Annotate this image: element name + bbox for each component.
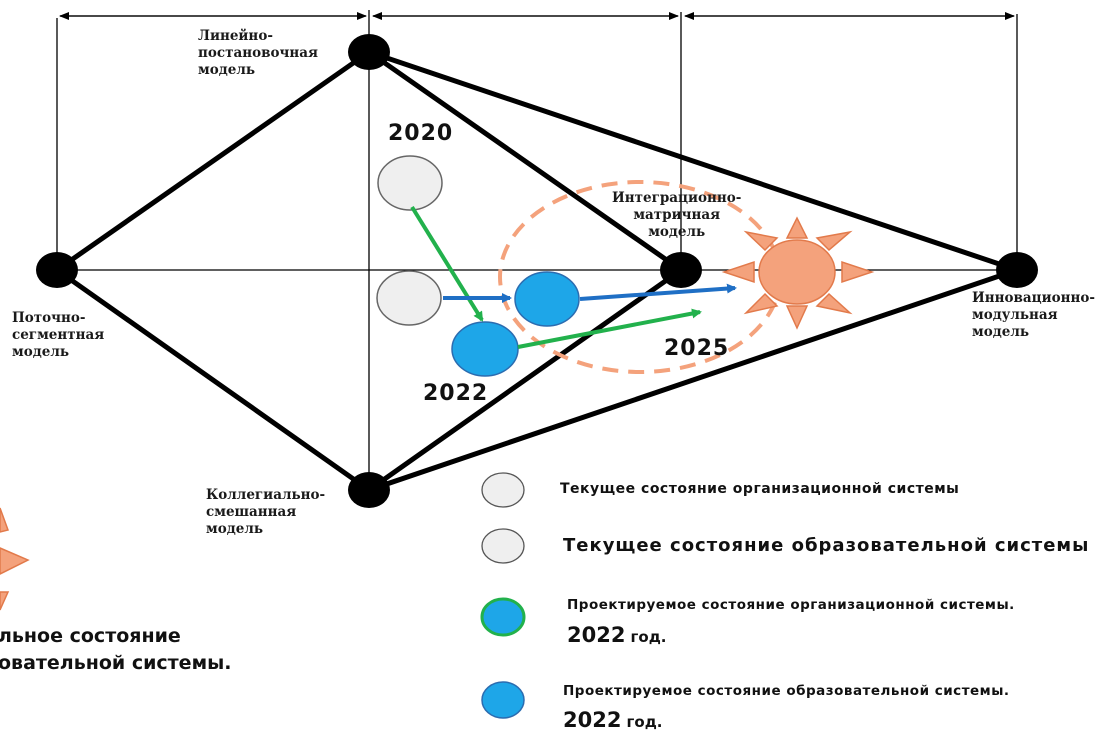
edge xyxy=(54,267,372,493)
legend-projected-org-year-number: 2022 xyxy=(567,623,626,647)
legend-current-org-text: Текущее состояние организационной систем… xyxy=(560,481,960,497)
sun-icon xyxy=(721,216,875,330)
dimension-lines xyxy=(56,10,1018,490)
node-linear xyxy=(348,34,390,70)
node-innovation xyxy=(996,252,1038,288)
projected-org-circle xyxy=(514,271,580,327)
edge xyxy=(366,267,1020,493)
edge xyxy=(366,267,684,493)
legend-projected-edu-text: Проектируемое состояние образовательной … xyxy=(563,683,1010,699)
arrow-2022-to-target xyxy=(517,308,702,349)
legend-projected-org-god: год. xyxy=(630,628,667,646)
arrow-2020-to-2022 xyxy=(410,205,484,322)
partial-sun-icon xyxy=(0,507,30,611)
year-2020-label: 2020 xyxy=(388,121,454,146)
legend-projected-edu-god: год. xyxy=(626,713,663,731)
edge xyxy=(366,49,684,273)
legend-projected-org-text: Проектируемое состояние организационной … xyxy=(567,597,1015,613)
edge xyxy=(54,49,372,273)
label-flow-model: Поточно- сегментная модель xyxy=(12,310,105,360)
label-innovation-model: Инновационно- модульная модель xyxy=(972,290,1096,340)
legend-current-edu-text: Текущее состояние образовательной систем… xyxy=(563,535,1090,556)
legend-projected-org-year: 2022 год. xyxy=(567,623,667,647)
legend-current-org-circle xyxy=(481,472,525,508)
node-flow xyxy=(36,252,78,288)
current-state-circle xyxy=(376,270,442,326)
model-nodes xyxy=(36,34,1038,508)
node-collegial xyxy=(348,472,390,508)
model-edges xyxy=(54,49,1020,493)
legend-current-edu-circle xyxy=(481,528,525,564)
state-2020-circle xyxy=(377,155,443,211)
label-linear-model: Линейно- постановочная модель xyxy=(198,28,318,78)
label-integration-model: Интеграционно- матричная модель xyxy=(612,190,742,240)
year-2022-label: 2022 xyxy=(423,381,489,406)
edge xyxy=(366,49,1020,273)
arrow-projected-to-sun xyxy=(579,283,737,301)
legend-ideal-line2: овательной системы. xyxy=(0,652,232,674)
projected-edu-circle xyxy=(451,321,519,377)
label-collegial-model: Коллегиально- смешанная модель xyxy=(206,487,326,537)
year-2025-label: 2025 xyxy=(664,336,730,361)
legend-ideal-line1: льное состояние xyxy=(0,625,181,647)
legend-projected-edu-circle xyxy=(481,681,525,719)
legend-projected-org-circle xyxy=(480,597,526,637)
node-integration xyxy=(660,252,702,288)
legend-projected-edu-year: 2022 год. xyxy=(563,708,663,732)
legend-projected-edu-year-number: 2022 xyxy=(563,708,622,732)
